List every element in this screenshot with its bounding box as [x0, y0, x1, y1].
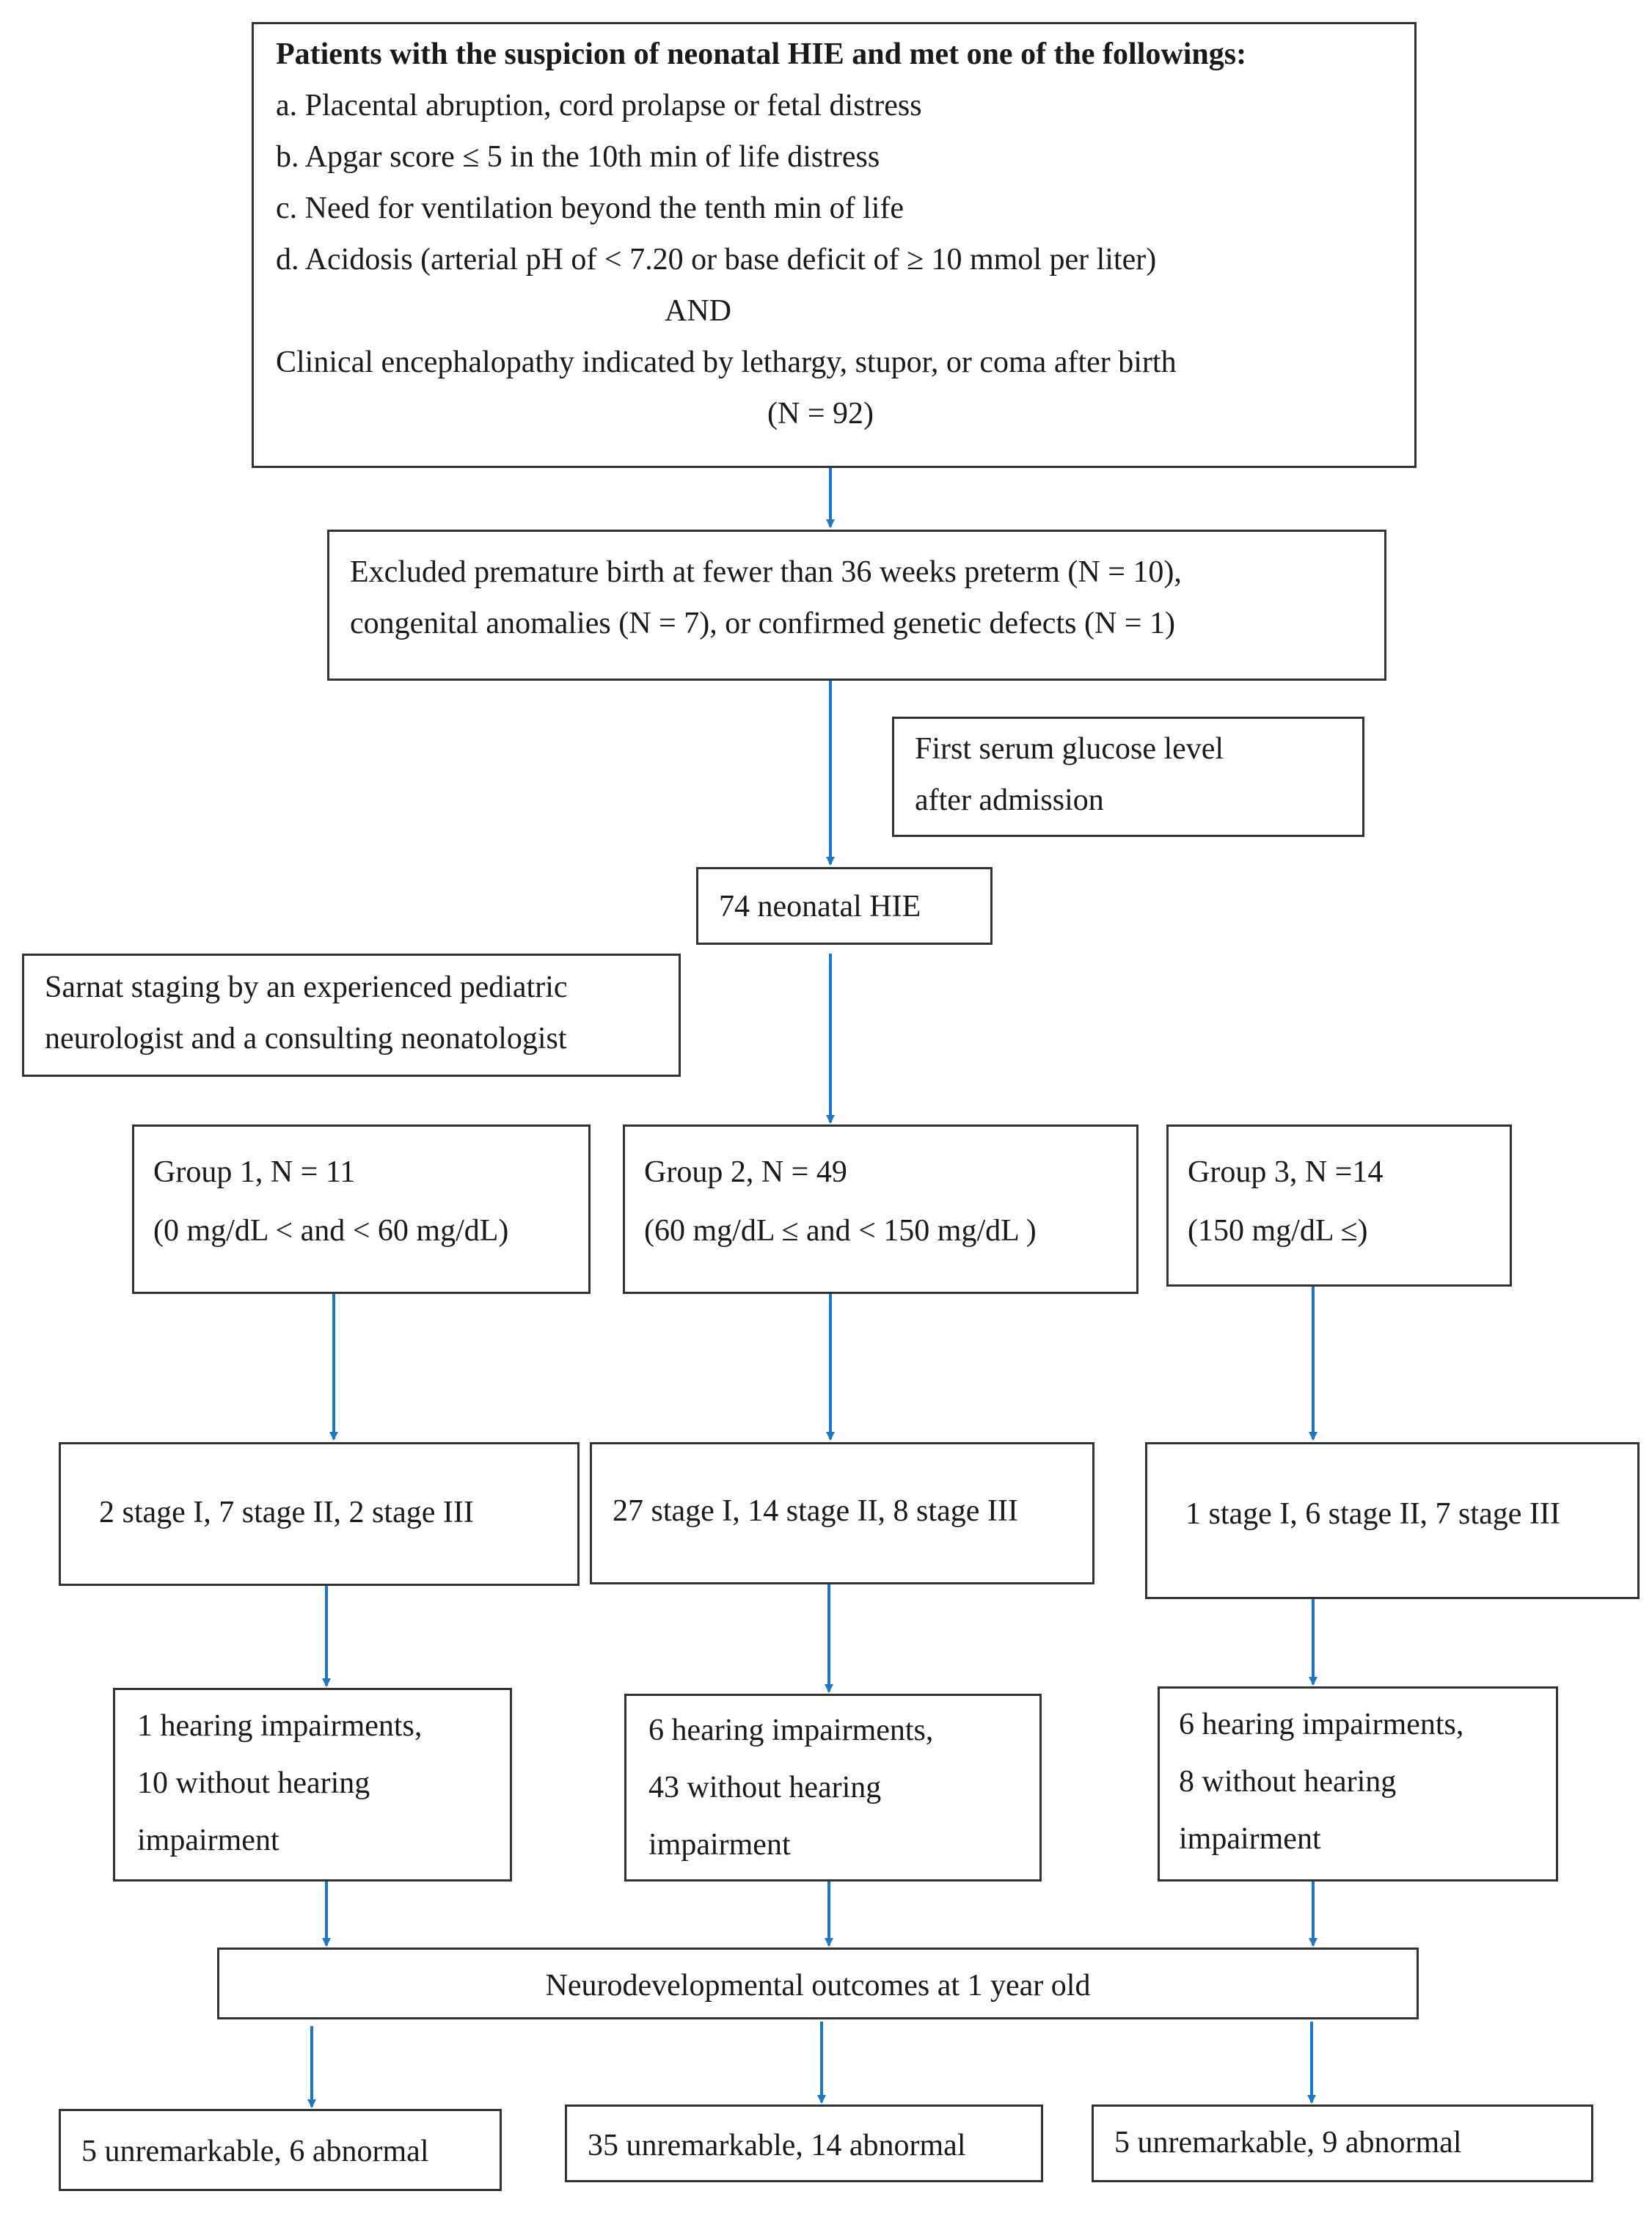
- group-3-title: Group 3, N =14: [1188, 1155, 1384, 1189]
- group-3-range: (150 mg/dL ≤): [1188, 1214, 1368, 1248]
- neuro-outcomes-label: Neurodevelopmental outcomes at 1 year ol…: [545, 1969, 1091, 2003]
- group-1-stages: 2 stage I, 7 stage II, 2 stage III: [99, 1496, 474, 1529]
- sarnat-line-2: neurologist and a consulting neonatologi…: [45, 1022, 567, 1056]
- group-3-hearing-line-2: 8 without hearing: [1179, 1765, 1397, 1799]
- sarnat-line-1: Sarnat staging by an experienced pediatr…: [45, 970, 568, 1004]
- group-1-outcome: 5 unremarkable, 6 abnormal: [81, 2135, 429, 2168]
- inclusion-count: (N = 92): [767, 397, 874, 431]
- neuro-outcomes-box: Neurodevelopmental outcomes at 1 year ol…: [217, 1948, 1419, 2019]
- inclusion-heading: Patients with the suspicion of neonatal …: [276, 37, 1247, 71]
- group-3-stages: 1 stage I, 6 stage II, 7 stage III: [1185, 1497, 1560, 1531]
- group-1-hearing-box: 1 hearing impairments, 10 without hearin…: [113, 1688, 512, 1882]
- glucose-line-2: after admission: [915, 783, 1104, 817]
- group-2-hearing-line-2: 43 without hearing: [648, 1771, 882, 1804]
- exclusion-line-1: Excluded premature birth at fewer than 3…: [350, 555, 1182, 589]
- group-3-stages-box: 1 stage I, 6 stage II, 7 stage III: [1145, 1442, 1640, 1599]
- group-1-hearing-line-3: impairment: [137, 1824, 279, 1857]
- inclusion-criteria-box: Patients with the suspicion of neonatal …: [252, 22, 1417, 468]
- group-3-outcome-box: 5 unremarkable, 9 abnormal: [1092, 2105, 1593, 2182]
- group-3-box: Group 3, N =14 (150 mg/dL ≤): [1166, 1125, 1512, 1287]
- group-1-stages-box: 2 stage I, 7 stage II, 2 stage III: [59, 1442, 580, 1586]
- sarnat-box: Sarnat staging by an experienced pediatr…: [22, 954, 681, 1077]
- inclusion-item-d: d. Acidosis (arterial pH of < 7.20 or ba…: [276, 243, 1157, 277]
- group-1-box: Group 1, N = 11 (0 mg/dL < and < 60 mg/d…: [132, 1125, 591, 1294]
- inclusion-item-b: b. Apgar score ≤ 5 in the 10th min of li…: [276, 140, 880, 174]
- group-1-hearing-line-1: 1 hearing impairments,: [137, 1709, 423, 1743]
- hie-box: 74 neonatal HIE: [696, 867, 993, 945]
- group-2-hearing-line-3: impairment: [648, 1828, 791, 1862]
- group-2-stages: 27 stage I, 14 stage II, 8 stage III: [613, 1494, 1018, 1528]
- group-2-outcome-box: 35 unremarkable, 14 abnormal: [565, 2105, 1043, 2182]
- group-2-range: (60 mg/dL ≤ and < 150 mg/dL ): [644, 1214, 1037, 1248]
- group-3-outcome: 5 unremarkable, 9 abnormal: [1114, 2126, 1462, 2160]
- group-2-stages-box: 27 stage I, 14 stage II, 8 stage III: [590, 1442, 1094, 1584]
- exclusion-line-2: congenital anomalies (N = 7), or confirm…: [350, 607, 1175, 640]
- glucose-line-1: First serum glucose level: [915, 732, 1224, 766]
- and-connector: AND: [665, 294, 731, 328]
- inclusion-item-a: a. Placental abruption, cord prolapse or…: [276, 89, 922, 122]
- group-2-hearing-line-1: 6 hearing impairments,: [648, 1714, 934, 1747]
- group-1-hearing-line-2: 10 without hearing: [137, 1766, 370, 1800]
- group-1-title: Group 1, N = 11: [153, 1155, 356, 1189]
- group-3-hearing-line-1: 6 hearing impairments,: [1179, 1708, 1464, 1741]
- group-2-box: Group 2, N = 49 (60 mg/dL ≤ and < 150 mg…: [623, 1125, 1139, 1294]
- group-1-range: (0 mg/dL < and < 60 mg/dL): [153, 1214, 509, 1248]
- glucose-box: First serum glucose level after admissio…: [892, 717, 1364, 837]
- group-2-outcome: 35 unremarkable, 14 abnormal: [588, 2129, 966, 2162]
- inclusion-item-c: c. Need for ventilation beyond the tenth…: [276, 191, 904, 225]
- group-1-outcome-box: 5 unremarkable, 6 abnormal: [59, 2109, 502, 2191]
- group-2-hearing-box: 6 hearing impairments, 43 without hearin…: [624, 1694, 1042, 1882]
- group-2-title: Group 2, N = 49: [644, 1155, 847, 1189]
- group-3-hearing-box: 6 hearing impairments, 8 without hearing…: [1158, 1686, 1558, 1882]
- group-3-hearing-line-3: impairment: [1179, 1822, 1321, 1856]
- exclusion-box: Excluded premature birth at fewer than 3…: [327, 530, 1386, 681]
- hie-count: 74 neonatal HIE: [719, 890, 921, 924]
- clinical-encephalopathy: Clinical encephalopathy indicated by let…: [276, 345, 1177, 379]
